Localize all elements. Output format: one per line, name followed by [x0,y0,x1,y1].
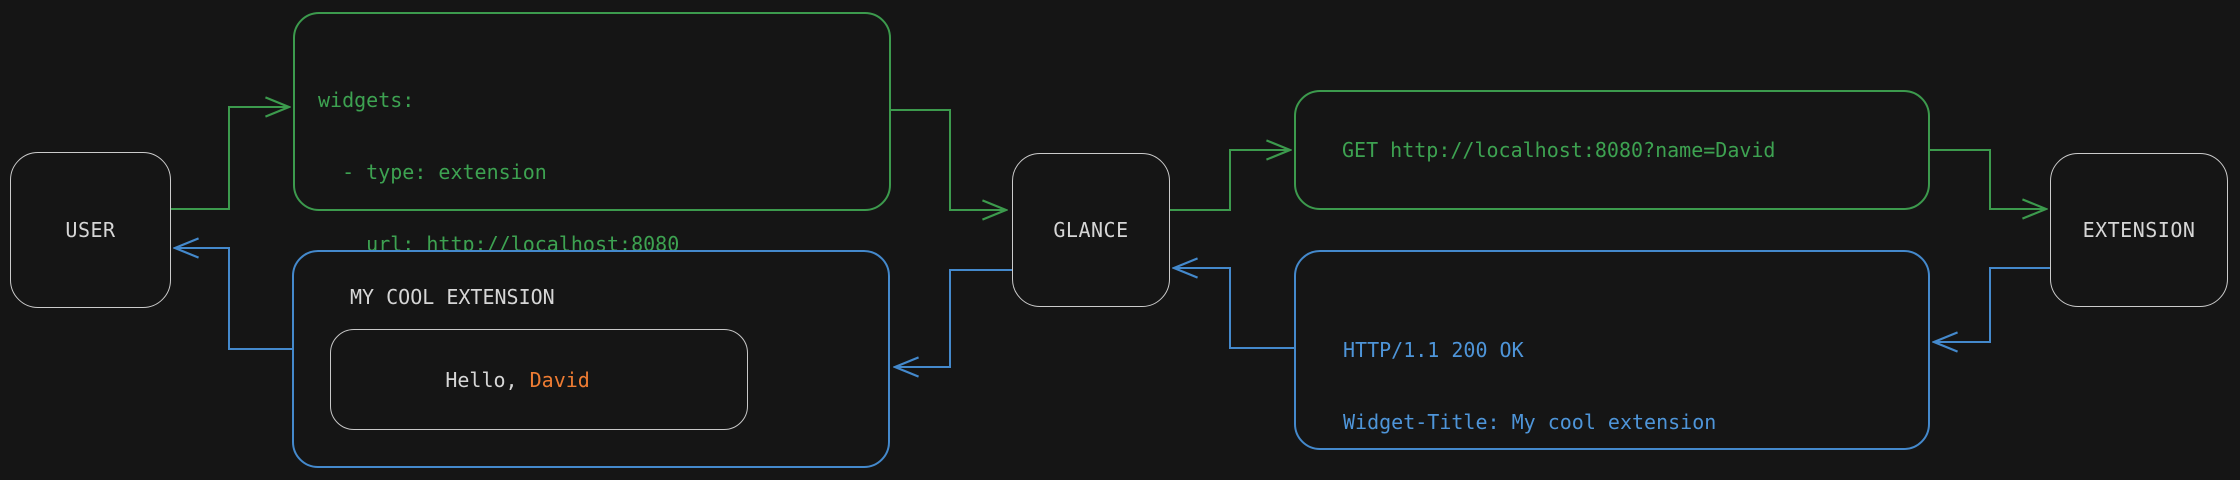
widget-preview: Hello, David [330,329,748,430]
widget-greeting: Hello, David [331,344,590,416]
node-extension-label: EXTENSION [2082,218,2196,242]
config-line: widgets: [318,88,415,112]
response-line: HTTP/1.1 200 OK [1343,338,1524,362]
widget-title: MY COOL EXTENSION [350,285,555,309]
config-box: widgets: - type: extension url: http://l… [293,12,891,472]
node-user-label: USER [65,218,116,242]
node-glance: GLANCE [1012,153,1170,307]
arrow-config-to-glance [891,109,1006,210]
arrow-response-to-glance [1174,268,1294,349]
request-box: GET http://localhost:8080?name=David [1294,90,1930,210]
arrow-user-to-config [171,107,289,210]
arrow-glance-to-widget [895,269,1012,367]
node-extension: EXTENSION [2050,153,2228,307]
node-glance-label: GLANCE [1053,218,1129,242]
request-line: GET http://localhost:8080?name=David [1342,138,1776,162]
response-line: Widget-Title: My cool extension [1343,410,1717,434]
arrow-request-to-extension [1930,149,2046,209]
widget-box: MY COOL EXTENSION Hello, David [292,250,890,468]
node-user: USER [10,152,171,308]
greeting-name: David [529,367,590,392]
response-code: HTTP/1.1 200 OK Widget-Title: My cool ex… [1296,252,1928,480]
config-line: - type: extension [318,160,547,184]
arrow-widget-to-user [175,248,292,350]
arrow-glance-to-request [1170,150,1290,211]
response-box: HTTP/1.1 200 OK Widget-Title: My cool ex… [1294,250,1930,450]
greeting-prefix: Hello, [445,367,530,392]
arrow-extension-to-response [1934,267,2050,342]
